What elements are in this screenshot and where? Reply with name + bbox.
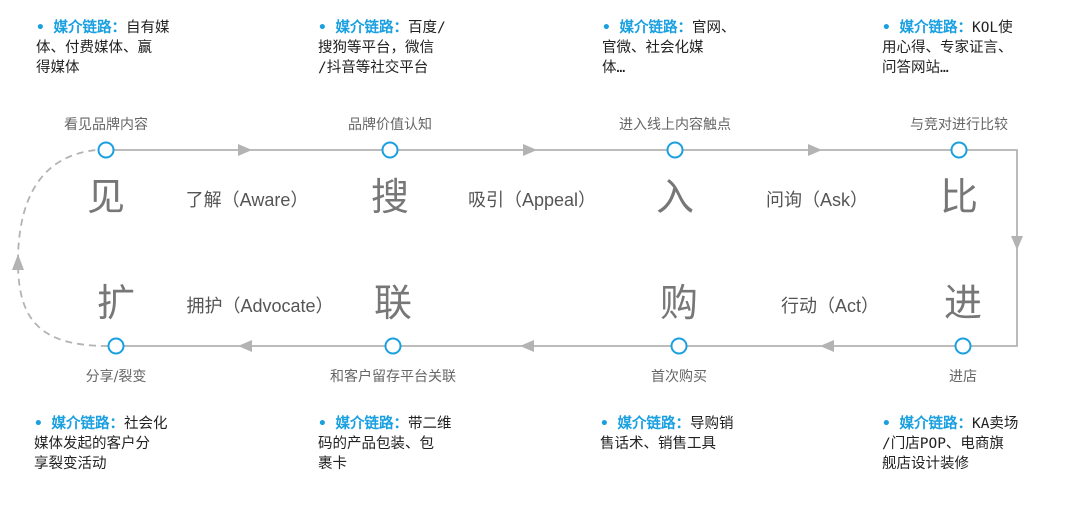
arrowhead-bottom-1 [820, 340, 834, 352]
node-top-3 [666, 141, 684, 159]
stage-char-enter: 入 [655, 175, 695, 219]
note-line: 体… [602, 60, 626, 76]
bullet-icon: • [34, 416, 43, 432]
media-note-see: • 媒介链路：自有媒 体、付费媒体、赢 得媒体 [36, 18, 216, 78]
note-line: 裹卡 [318, 456, 347, 472]
bullet-icon: • [36, 20, 45, 36]
arrowhead-right [1011, 236, 1023, 250]
note-line: 导购销 [689, 416, 734, 432]
note-line: 官网、 [691, 20, 736, 36]
bullet-icon: • [600, 416, 609, 432]
media-note-compare: • 媒介链路：KOL使 用心得、专家证言、 问答网站… [882, 18, 1062, 78]
media-note-search: • 媒介链路：百度/ 搜狗等平台，微信 /抖音等社交平台 [318, 18, 498, 78]
note-line: 得媒体 [36, 60, 80, 76]
note-line: 社会化 [123, 416, 168, 432]
note-prefix: 媒介链路： [899, 20, 972, 36]
bullet-icon: • [882, 20, 891, 36]
arrowhead-top-3 [523, 144, 537, 156]
bullet-icon: • [882, 416, 891, 432]
note-line: 带二维 [407, 416, 452, 432]
phase-appeal: 吸引（Appeal） [467, 190, 597, 210]
bullet-icon: • [602, 20, 611, 36]
stage-label-recognize: 品牌价值认知 [348, 117, 432, 133]
node-bottom-1 [107, 337, 125, 355]
note-prefix: 媒介链路： [51, 416, 124, 432]
stage-label-store-visit: 进店 [949, 369, 977, 385]
media-note-store: • 媒介链路：KA卖场 /门店POP、电商旗 舰店设计装修 [882, 414, 1062, 474]
note-line: 媒体发起的客户分 [34, 436, 150, 452]
note-line: 官微、社会化媒 [602, 40, 704, 56]
arrowhead-bottom-3 [520, 340, 534, 352]
note-prefix: 媒介链路： [335, 416, 408, 432]
note-line: 售话术、销售工具 [600, 436, 716, 452]
phase-ask: 问询（Ask） [765, 190, 869, 210]
stage-label-compare: 与竞对进行比较 [910, 117, 1008, 133]
note-line: 用心得、专家证言、 [882, 40, 1013, 56]
note-line: 享裂变活动 [34, 456, 107, 472]
arrowhead-loop [12, 254, 24, 270]
note-prefix: 媒介链路： [335, 20, 408, 36]
node-bottom-3 [670, 337, 688, 355]
media-note-link: • 媒介链路：带二维 码的产品包装、包 裹卡 [318, 414, 498, 474]
phase-advocate: 拥护（Advocate） [186, 296, 334, 316]
node-top-4 [950, 141, 968, 159]
stage-char-search: 搜 [370, 175, 410, 219]
note-line: 自有媒 [125, 20, 170, 36]
arrowhead-top-1 [238, 144, 252, 156]
media-note-enter: • 媒介链路：官网、 官微、社会化媒 体… [602, 18, 782, 78]
stage-char-store: 进 [943, 281, 983, 325]
stage-char-compare: 比 [939, 175, 979, 219]
node-bottom-4 [954, 337, 972, 355]
note-line: /抖音等社交平台 [318, 60, 429, 76]
node-bottom-2 [384, 337, 402, 355]
note-line: 问答网站… [882, 60, 949, 76]
note-line: /门店POP、电商旗 [882, 436, 1004, 452]
note-line: 搜狗等平台，微信 [318, 40, 434, 56]
loop-back-dashed-arrow [17, 149, 109, 347]
node-top-2 [381, 141, 399, 159]
note-line: 百度/ [407, 20, 446, 36]
note-line: 体、付费媒体、赢 [36, 40, 152, 56]
stage-label-enter: 进入线上内容触点 [619, 117, 731, 133]
phase-act: 行动（Act） [780, 296, 880, 316]
note-line: KA卖场 [971, 416, 1019, 432]
media-note-expand: • 媒介链路：社会化 媒体发起的客户分 享裂变活动 [34, 414, 214, 474]
arrowhead-bottom-5 [238, 340, 252, 352]
stage-char-expand: 扩 [96, 281, 136, 325]
stage-label-retain: 和客户留存平台关联 [330, 369, 456, 385]
note-prefix: 媒介链路： [899, 416, 972, 432]
phase-aware: 了解（Aware） [185, 190, 309, 210]
note-prefix: 媒介链路： [619, 20, 692, 36]
stage-char-buy: 购 [659, 281, 699, 325]
stage-label-see: 看见品牌内容 [64, 117, 148, 133]
stage-char-link: 联 [373, 281, 413, 325]
stage-label-share: 分享/裂变 [85, 369, 147, 385]
note-line: KOL使 [971, 20, 1013, 36]
note-prefix: 媒介链路： [617, 416, 690, 432]
note-line: 舰店设计装修 [882, 456, 969, 472]
note-prefix: 媒介链路： [53, 20, 126, 36]
note-line: 码的产品包装、包 [318, 436, 434, 452]
bullet-icon: • [318, 416, 327, 432]
stage-label-first-purchase: 首次购买 [651, 369, 707, 385]
stage-char-see: 见 [86, 175, 126, 219]
arrowhead-top-5 [808, 144, 822, 156]
media-note-buy: • 媒介链路：导购销 售话术、销售工具 [600, 414, 780, 454]
bullet-icon: • [318, 20, 327, 36]
node-top-1 [97, 141, 115, 159]
